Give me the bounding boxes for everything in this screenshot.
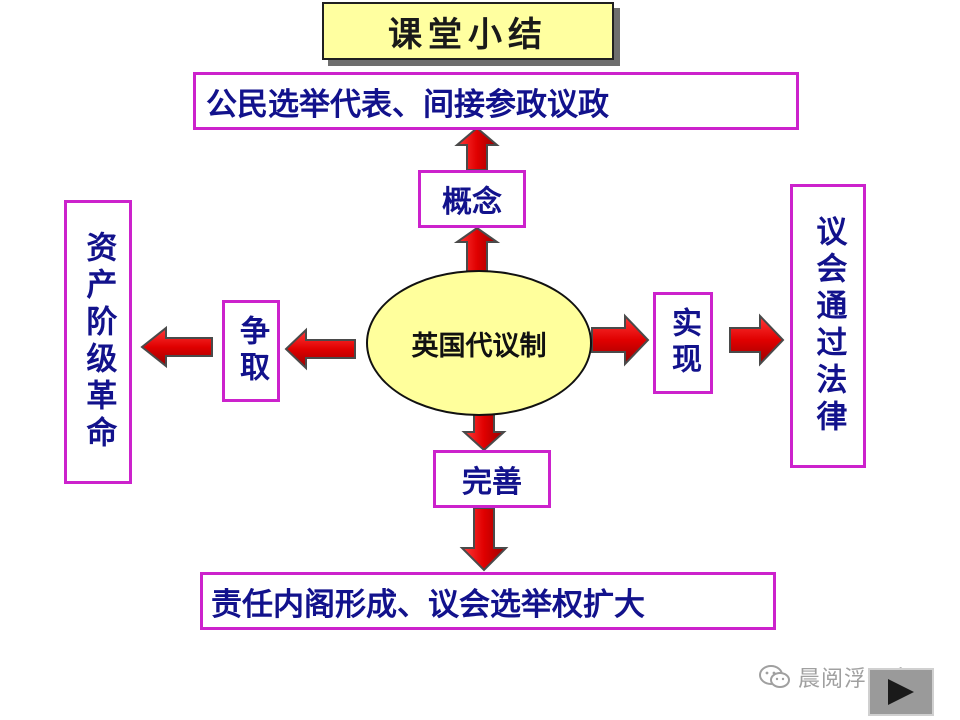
strive-label-box: 争取 xyxy=(222,300,280,402)
concept-definition-box: 公民选举代表、间接参政议政 xyxy=(193,72,799,130)
concept-label: 概念 xyxy=(442,185,502,220)
wechat-icon xyxy=(759,665,790,688)
arrow-right-law xyxy=(729,313,785,367)
page-title: 课堂小结 xyxy=(388,14,548,55)
play-icon xyxy=(888,679,914,705)
improve-label-box: 完善 xyxy=(433,450,551,508)
arrow-down-improve xyxy=(461,413,507,452)
concept-label-box: 概念 xyxy=(418,170,526,228)
revolution-text: 资产阶级革命 xyxy=(80,231,117,453)
improvement-detail-text: 责任内阁形成、议会选举权扩大 xyxy=(211,586,645,623)
realize-label: 实现 xyxy=(666,307,701,379)
parliament-law-box: 议会通过法律 xyxy=(790,184,866,468)
page-title-box: 课堂小结 xyxy=(322,2,614,60)
center-node: 英国代议制 xyxy=(366,270,592,416)
revolution-box: 资产阶级革命 xyxy=(64,200,132,484)
strive-label: 争取 xyxy=(234,315,269,387)
improvement-detail-box: 责任内阁形成、议会选举权扩大 xyxy=(200,572,776,630)
parliament-law-text: 议会通过法律 xyxy=(810,215,847,437)
next-slide-button[interactable] xyxy=(868,668,934,716)
arrow-left-strive xyxy=(284,327,356,371)
improve-label: 完善 xyxy=(462,465,522,500)
concept-definition-text: 公民选举代表、间接参政议政 xyxy=(206,86,609,123)
realize-label-box: 实现 xyxy=(653,292,713,394)
arrow-left-revolution xyxy=(140,325,213,369)
arrow-right-realize xyxy=(591,313,650,367)
arrow-down-bottom xyxy=(459,507,509,572)
arrow-up-top xyxy=(454,126,500,171)
arrow-up-concept xyxy=(453,226,501,273)
center-node-label: 英国代议制 xyxy=(411,330,547,362)
